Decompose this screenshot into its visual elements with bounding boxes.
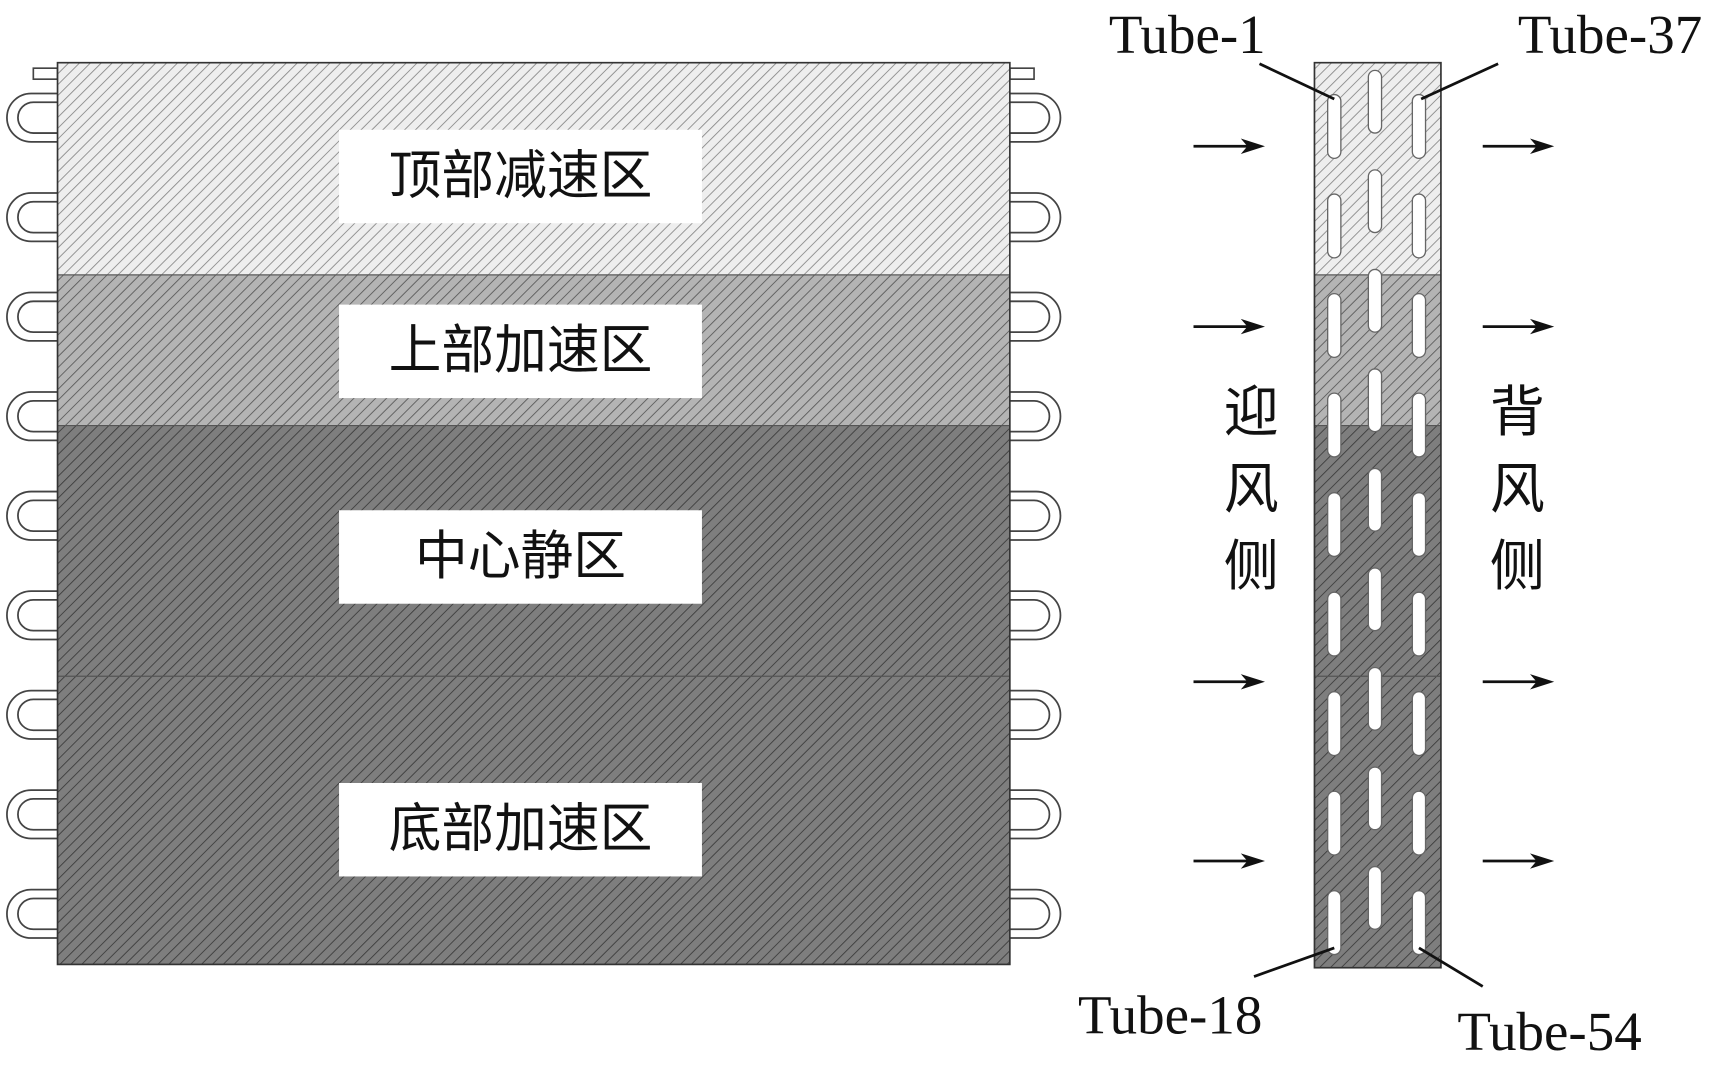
coil-return-left — [6, 689, 58, 740]
tube-slot — [1367, 567, 1383, 632]
zone-label-box — [339, 304, 702, 399]
coil-return-right — [1009, 291, 1062, 342]
tube-slot — [1327, 890, 1342, 956]
zone-label-box — [339, 782, 702, 877]
leeward-label: 背风侧 — [1480, 383, 1544, 614]
tube-slot — [1367, 368, 1383, 433]
zone-label: 底部加速区 — [389, 799, 653, 860]
tube37-label: Tube-37 — [1518, 4, 1702, 65]
tube-slot — [1327, 93, 1342, 160]
tube-slots — [1327, 69, 1427, 956]
coil-return-left — [6, 92, 58, 143]
coil-return-right — [1009, 888, 1062, 939]
windward-label: 迎风侧 — [1214, 383, 1278, 614]
zone-label: 顶部减速区 — [389, 145, 653, 206]
zone-label-box — [339, 129, 702, 224]
coil-return-left — [6, 888, 58, 939]
tube-slot — [1367, 467, 1383, 532]
tube1-leader — [1258, 62, 1335, 101]
tube-slot — [1367, 865, 1383, 930]
tube-slot — [1411, 691, 1427, 757]
tube-slot — [1327, 492, 1342, 558]
tube-slot — [1367, 69, 1383, 134]
tube-slot — [1411, 392, 1427, 458]
arrow-head-icon — [1530, 138, 1555, 154]
tube1-label: Tube-1 — [1109, 4, 1266, 65]
tube-slot — [1367, 766, 1383, 831]
side-view-panel: 迎风侧 背风侧 Tube-1 Tube-37 Tube-18 Tube-54 — [1078, 4, 1702, 1062]
airflow-arrows — [1193, 138, 1555, 869]
tube-slot — [1411, 790, 1427, 856]
side-view-border — [1313, 61, 1442, 969]
zone-label-box — [339, 510, 702, 604]
tube-slot — [1367, 268, 1383, 333]
coil-return-right — [1009, 391, 1062, 442]
arrow-head-icon — [1240, 138, 1265, 154]
tube-slot — [1411, 292, 1427, 359]
tube-slot — [1411, 93, 1427, 160]
arrow-head-icon — [1240, 853, 1265, 869]
coil-return-right — [1009, 689, 1062, 740]
coil-return-left — [6, 789, 58, 840]
tube-slot — [1411, 193, 1427, 259]
tube-slot — [1327, 193, 1342, 259]
arrow-head-icon — [1240, 318, 1265, 335]
tube-slot — [1367, 666, 1383, 731]
front-view-border — [56, 61, 1011, 966]
tube-slot — [1327, 292, 1342, 359]
arrow-head-icon — [1530, 318, 1555, 335]
tube18-label: Tube-18 — [1078, 985, 1262, 1046]
tube-slot — [1411, 890, 1427, 956]
coil-return-right — [1009, 192, 1062, 243]
coil-return-left — [6, 391, 58, 442]
coil-return-left — [6, 490, 58, 541]
tube54-label: Tube-54 — [1457, 1001, 1641, 1062]
header-tab-right — [1009, 67, 1035, 81]
arrow-head-icon — [1240, 674, 1265, 690]
header-tab-left — [32, 67, 59, 81]
coil-returns — [6, 92, 1062, 939]
zone-label: 上部加速区 — [389, 320, 653, 381]
zone-label: 中心静区 — [415, 526, 626, 587]
coil-return-right — [1009, 92, 1062, 143]
coil-return-right — [1009, 590, 1062, 641]
arrow-head-icon — [1530, 853, 1555, 869]
tube-slot — [1327, 591, 1342, 657]
tube-slot — [1411, 591, 1427, 657]
tube18-leader — [1253, 946, 1335, 978]
tube-slot — [1327, 790, 1342, 856]
tube37-leader — [1420, 62, 1499, 101]
tube-slot — [1327, 691, 1342, 757]
tube-slot — [1411, 492, 1427, 558]
arrow-head-icon — [1530, 674, 1555, 690]
tube-slot — [1327, 392, 1342, 458]
coil-return-left — [6, 291, 58, 342]
coil-return-right — [1009, 789, 1062, 840]
tube-slot — [1367, 169, 1383, 234]
coil-return-left — [6, 192, 58, 243]
coil-return-right — [1009, 490, 1062, 541]
tube54-leader — [1418, 946, 1484, 988]
coil-return-left — [6, 590, 58, 641]
